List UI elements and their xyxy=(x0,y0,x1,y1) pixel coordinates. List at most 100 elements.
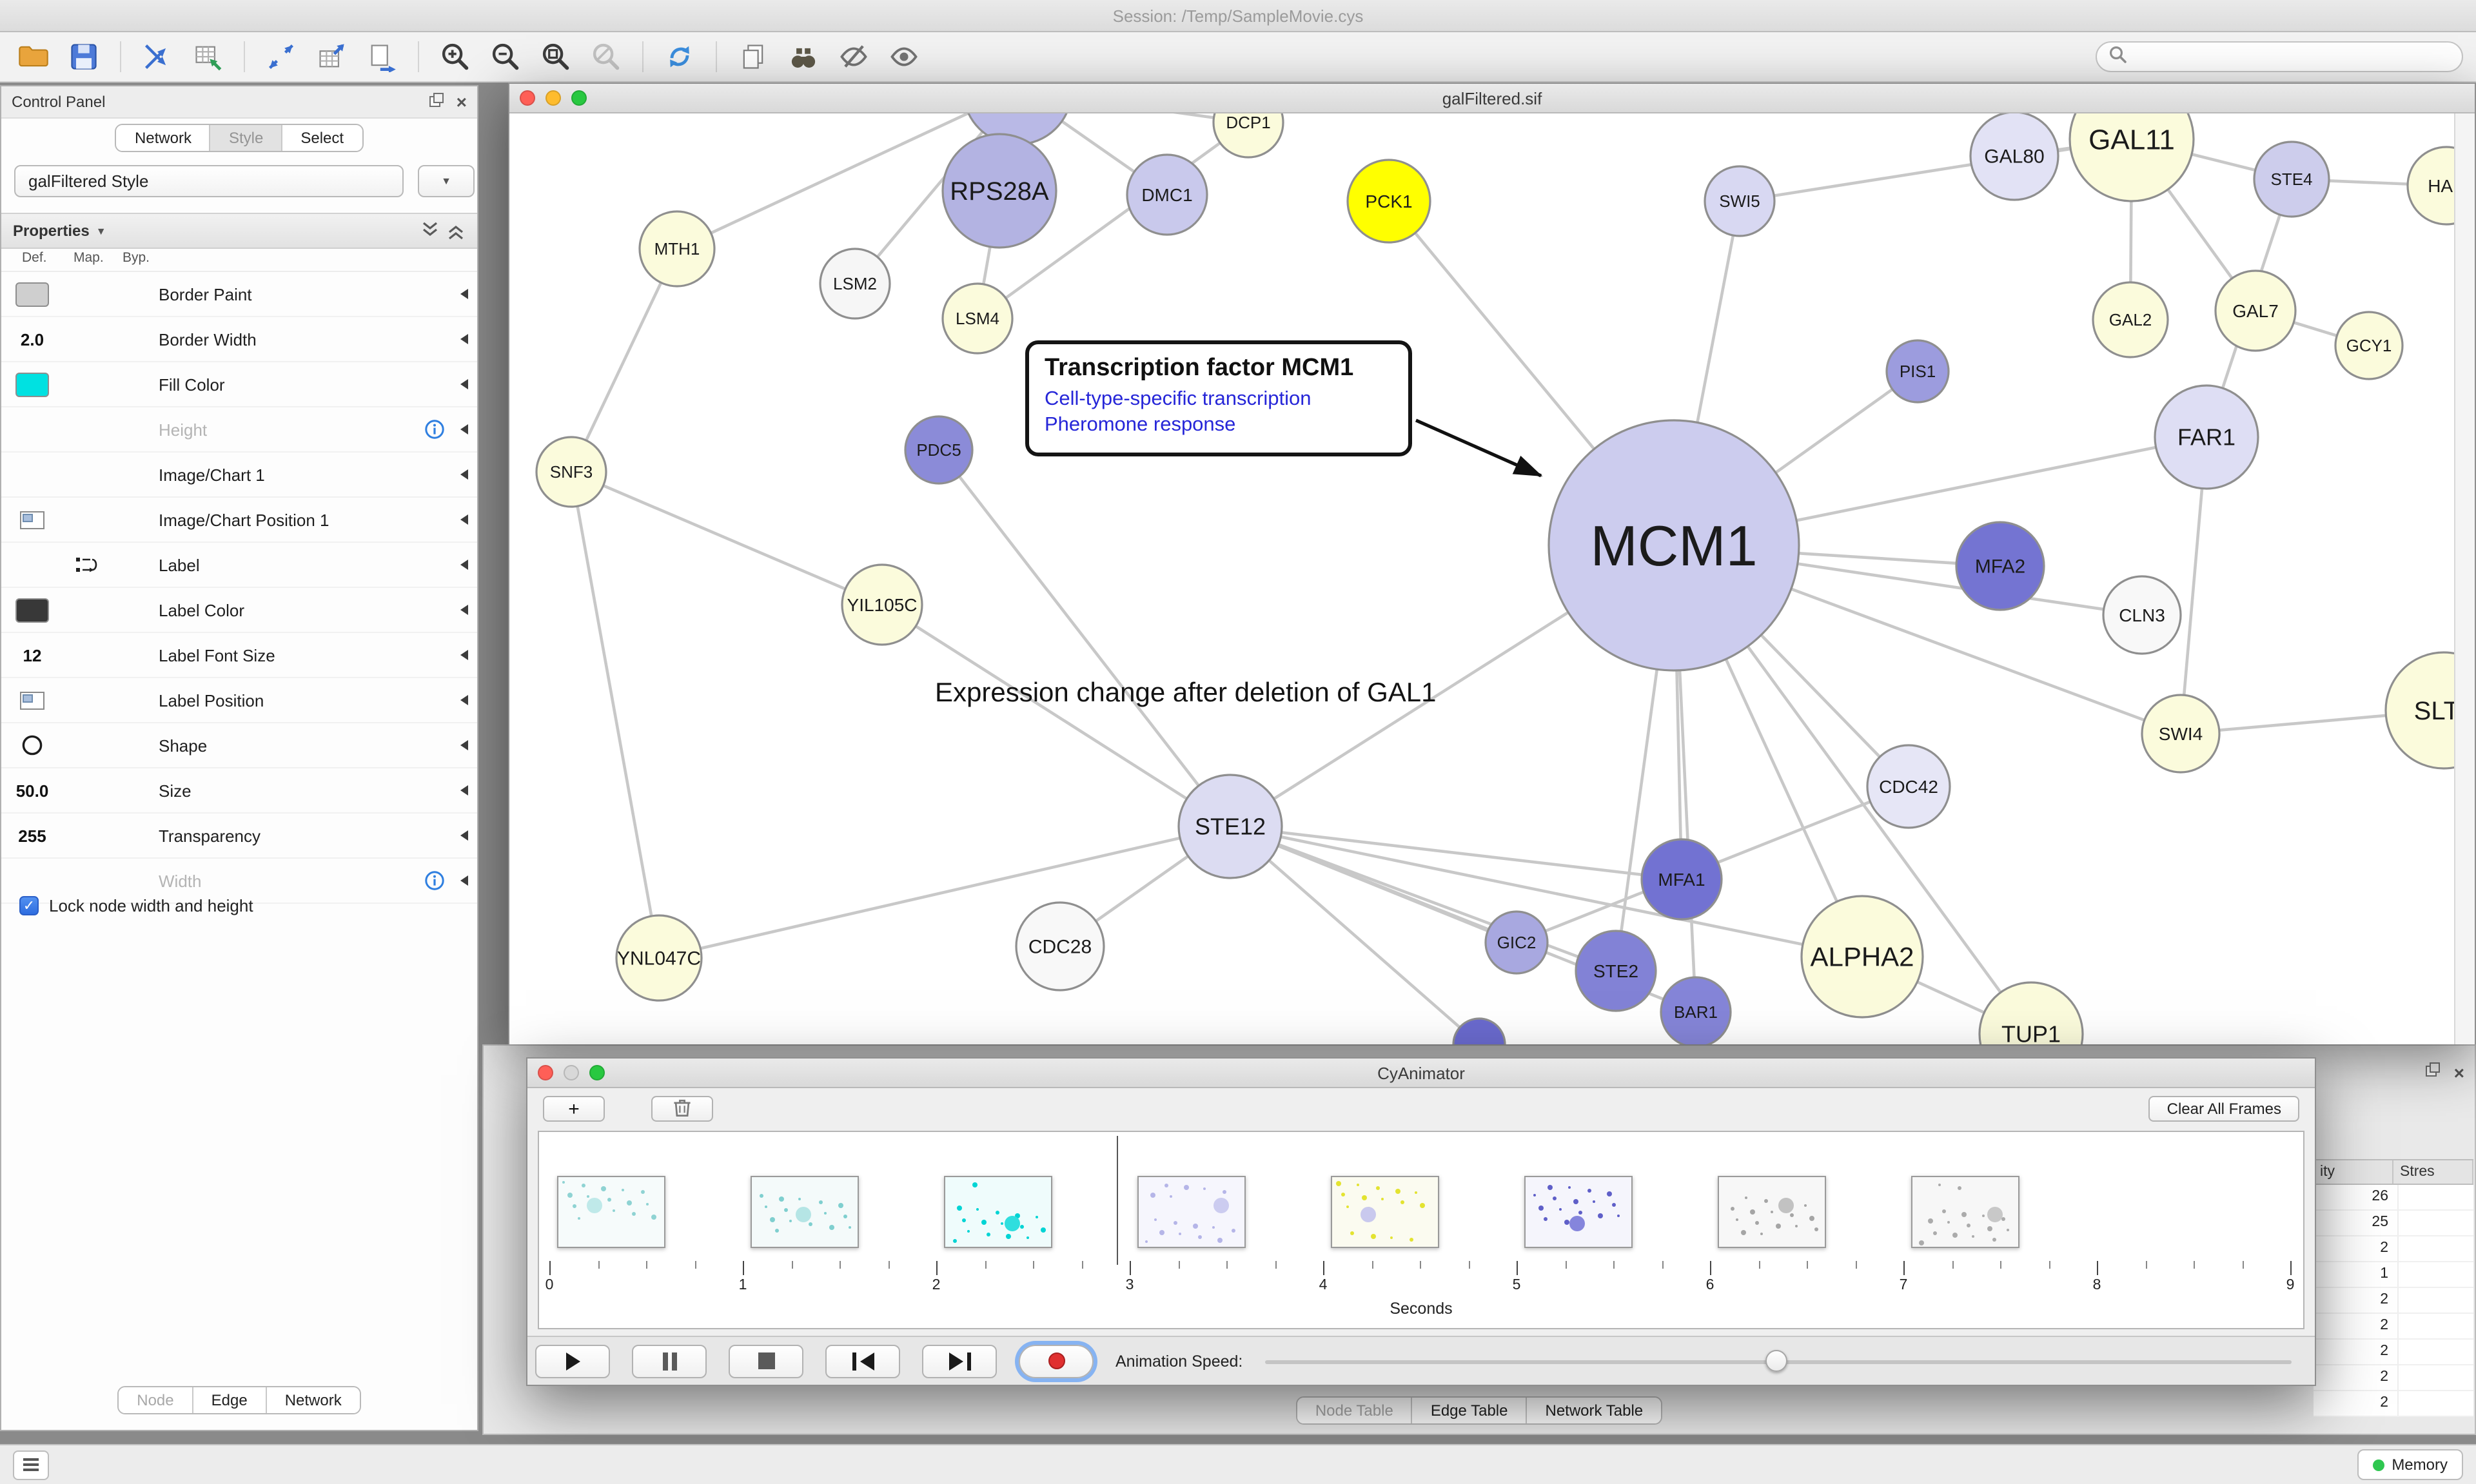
expand-row-arrow[interactable] xyxy=(451,695,477,705)
edge-ste12-mfa1[interactable] xyxy=(1230,825,1682,881)
minimize-window-button[interactable] xyxy=(564,1065,579,1080)
default-value-cell[interactable] xyxy=(1,510,63,529)
search-field[interactable] xyxy=(2096,41,2463,72)
tab-style[interactable]: Style xyxy=(210,125,283,151)
expand-row-arrow[interactable] xyxy=(451,560,477,570)
node-dcp1[interactable]: DCP1 xyxy=(1212,113,1284,159)
edge-ste12-ynl047c[interactable] xyxy=(658,825,1231,960)
zoom-selected-icon[interactable] xyxy=(585,36,627,77)
property-row-label-position[interactable]: Label Position xyxy=(1,678,477,723)
export-image-icon[interactable] xyxy=(361,36,402,77)
table-row[interactable]: 26 xyxy=(2314,1185,2473,1211)
property-row-image-chart-1[interactable]: Image/Chart 1 xyxy=(1,453,477,498)
cyanimator-titlebar[interactable]: CyAnimator xyxy=(527,1059,2315,1088)
color-swatch[interactable] xyxy=(15,598,49,622)
mcm1-annotation[interactable]: Transcription factor MCM1 Cell-type-spec… xyxy=(1025,340,1412,456)
edge-snf3-ynl047c[interactable] xyxy=(569,471,661,959)
property-row-label-color[interactable]: Label Color xyxy=(1,588,477,633)
lock-size-row[interactable]: ✓ Lock node width and height xyxy=(19,896,253,915)
node-far1[interactable]: FAR1 xyxy=(2154,384,2259,490)
expand-row-arrow[interactable] xyxy=(451,830,477,841)
results-close-icon[interactable]: × xyxy=(2453,1062,2464,1083)
frame-thumbnail-3[interactable] xyxy=(944,1176,1052,1248)
zoom-out-icon[interactable] xyxy=(485,36,526,77)
expand-row-arrow[interactable] xyxy=(451,514,477,525)
node-gcy1[interactable]: GCY1 xyxy=(2334,311,2404,380)
node-gic2[interactable]: GIC2 xyxy=(1484,910,1549,975)
table-row[interactable]: 2 xyxy=(2314,1236,2473,1262)
show-elements-icon[interactable] xyxy=(883,36,925,77)
minimize-window-button[interactable] xyxy=(545,90,561,106)
network-canvas[interactable]: RPS28ADMC1DCP1PCK1SWI5GAL80GAL11STE4HAPM… xyxy=(509,113,2475,1044)
zoom-in-icon[interactable] xyxy=(435,36,476,77)
properties-header[interactable]: Properties ▼ xyxy=(1,213,477,249)
node-bblue[interactable] xyxy=(1452,1017,1506,1044)
node-tup1[interactable]: TUP1 xyxy=(1978,981,2084,1044)
edge-ste12-bblue[interactable] xyxy=(1229,825,1480,1044)
expand-row-arrow[interactable] xyxy=(451,605,477,615)
edge-snf3-mth1[interactable] xyxy=(569,248,679,473)
info-icon[interactable] xyxy=(418,870,451,891)
mapping-cell[interactable] xyxy=(63,555,112,574)
property-row-border-paint[interactable]: Border Paint xyxy=(1,272,477,317)
table-row[interactable]: 2 xyxy=(2314,1314,2473,1340)
node-swi4[interactable]: SWI4 xyxy=(2141,694,2221,774)
frame-thumbnail-7[interactable] xyxy=(1718,1176,1826,1248)
node-ste2[interactable]: STE2 xyxy=(1575,930,1657,1012)
default-value-cell[interactable] xyxy=(1,372,63,396)
frame-thumbnail-1[interactable] xyxy=(557,1176,665,1248)
property-row-height[interactable]: Height xyxy=(1,407,477,453)
node-hap[interactable]: HAP xyxy=(2406,146,2458,226)
default-value-cell[interactable] xyxy=(1,282,63,306)
skip-to-end-button[interactable] xyxy=(922,1344,997,1378)
node-slt2[interactable]: SLT2 xyxy=(2384,651,2458,770)
add-frame-button[interactable]: + xyxy=(543,1096,605,1122)
close-window-button[interactable] xyxy=(520,90,535,106)
search-input[interactable] xyxy=(2134,46,2450,67)
stop-button[interactable] xyxy=(729,1344,803,1378)
frame-thumbnail-6[interactable] xyxy=(1524,1176,1633,1248)
node-snf3[interactable]: SNF3 xyxy=(535,436,607,508)
node-mfa2[interactable]: MFA2 xyxy=(1955,521,2045,611)
expand-all-icon[interactable] xyxy=(446,220,466,241)
default-value-cell[interactable]: 2.0 xyxy=(1,329,63,349)
memory-button[interactable]: Memory xyxy=(2357,1449,2463,1480)
node-cdc28[interactable]: CDC28 xyxy=(1015,901,1105,991)
table-row[interactable]: 25 xyxy=(2314,1211,2473,1236)
default-value-cell[interactable]: 12 xyxy=(1,645,63,665)
node-mth1[interactable]: MTH1 xyxy=(638,210,716,288)
node-ste4[interactable]: STE4 xyxy=(2253,141,2330,218)
node-yil105c[interactable]: YIL105C xyxy=(841,563,923,646)
node-rps28a[interactable]: RPS28A xyxy=(941,133,1057,249)
float-panel-icon[interactable] xyxy=(428,92,445,112)
table-column-header[interactable]: ity xyxy=(2314,1160,2393,1184)
network-vertical-scrollbar[interactable] xyxy=(2454,113,2475,1044)
node-pis1[interactable]: PIS1 xyxy=(1885,339,1950,404)
tab-edge-table[interactable]: Edge Table xyxy=(1412,1398,1528,1423)
node-ynl047c[interactable]: YNL047C xyxy=(615,914,703,1002)
node-mcm1[interactable]: MCM1 xyxy=(1548,419,1800,672)
expand-row-arrow[interactable] xyxy=(451,740,477,750)
edge-snf3-yil105c[interactable] xyxy=(571,470,883,607)
table-row[interactable]: 2 xyxy=(2314,1288,2473,1314)
search-network-icon[interactable] xyxy=(783,36,824,77)
export-network-icon[interactable] xyxy=(260,36,302,77)
node-pck1[interactable]: PCK1 xyxy=(1346,159,1431,244)
import-table-icon[interactable] xyxy=(187,36,228,77)
tab-network[interactable]: Network xyxy=(116,125,211,151)
expand-row-arrow[interactable] xyxy=(451,875,477,886)
node-bar1[interactable]: BAR1 xyxy=(1660,976,1732,1044)
results-float-icon[interactable] xyxy=(2424,1061,2441,1084)
node-alpha2[interactable]: ALPHA2 xyxy=(1800,895,1924,1019)
node-pdc5[interactable]: PDC5 xyxy=(904,415,974,485)
edge-yil105c-ste12[interactable] xyxy=(881,603,1232,828)
expand-row-arrow[interactable] xyxy=(451,379,477,389)
color-swatch[interactable] xyxy=(15,282,49,306)
zoom-fit-icon[interactable] xyxy=(535,36,576,77)
tab-select[interactable]: Select xyxy=(282,125,362,151)
edge-pdc5-ste12[interactable] xyxy=(938,449,1232,828)
delete-frame-button[interactable] xyxy=(651,1096,713,1122)
node-gal7[interactable]: GAL7 xyxy=(2214,269,2297,352)
edge-nt-dcp1[interactable] xyxy=(1017,113,1249,124)
